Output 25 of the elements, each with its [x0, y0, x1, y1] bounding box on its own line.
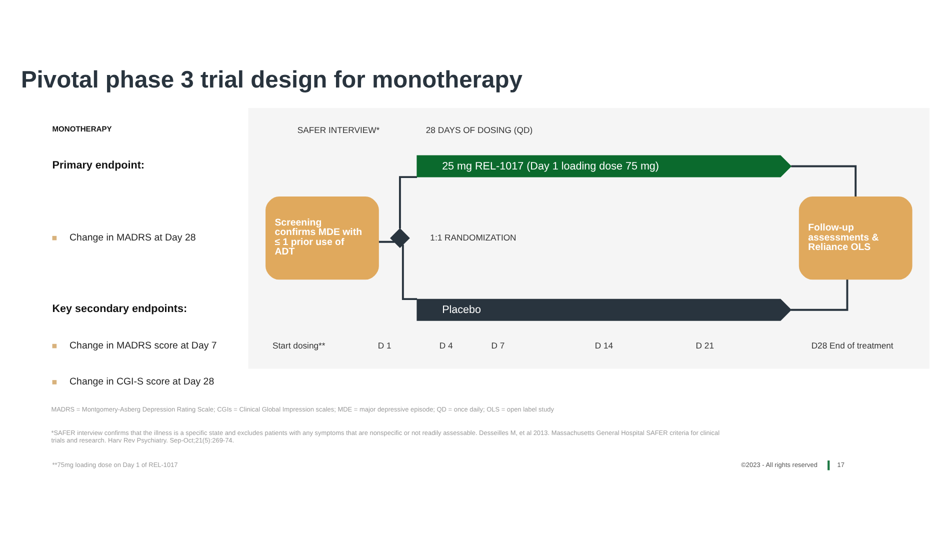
label: D 1 — [378, 340, 392, 350]
label: MONOTHERAPY — [52, 124, 112, 133]
connector — [398, 176, 417, 228]
node-box: Screening confirms MDE with ≤ 1 prior use of ADT — [266, 196, 379, 280]
connector — [791, 164, 857, 196]
label: D 21 — [696, 340, 714, 350]
label: D28 End of treatment — [811, 340, 894, 350]
label: Change in MADRS at Day 28 — [70, 232, 196, 243]
label: Key secondary endpoints: — [52, 302, 188, 315]
label: D 7 — [491, 340, 505, 350]
label: 28 DAYS OF DOSING (QD) — [426, 124, 533, 135]
node-label: 1:1 RANDOMIZATION — [430, 232, 516, 242]
diagram-title: Pivotal phase 3 trial design for monotherapy — [20, 66, 522, 94]
label: Primary endpoint: — [52, 158, 145, 171]
label: D 14 — [594, 340, 614, 350]
connector — [378, 240, 395, 242]
connector — [790, 278, 848, 310]
node-box: Follow-up assessments & Reliance OLS — [798, 196, 912, 280]
cluster — [248, 107, 930, 368]
label: D 4 — [439, 340, 453, 350]
label: Start dosing** — [272, 340, 326, 350]
label: Change in CGI-S score at Day 28 — [70, 376, 214, 388]
node-diamond — [390, 228, 410, 248]
label: Change in MADRS score at Day 7 — [70, 340, 217, 351]
label: SAFER INTERVIEW* — [297, 124, 380, 135]
